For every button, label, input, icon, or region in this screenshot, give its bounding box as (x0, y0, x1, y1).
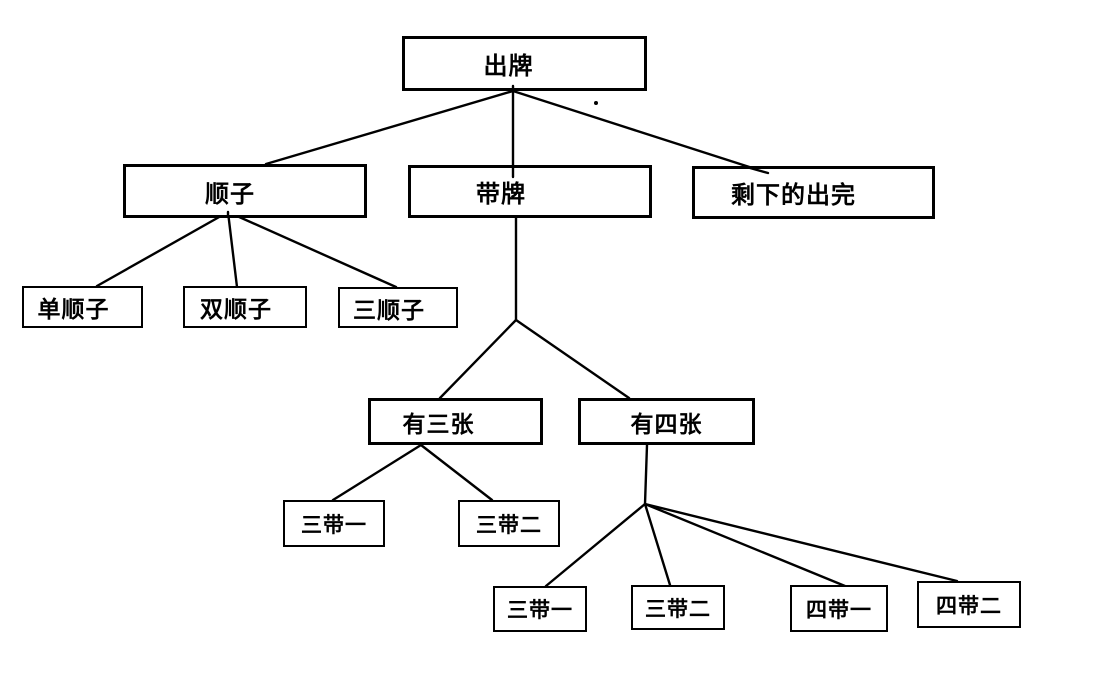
node-root: 出牌 (402, 36, 647, 91)
edge-shunzi-danshunzi (95, 210, 230, 288)
node-sandaiyi-3: 三带一 (283, 500, 385, 547)
node-sanshunzi: 三顺子 (338, 287, 458, 328)
node-sandaiyi-4: 三带一 (493, 586, 587, 632)
node-shunzi-label: 顺子 (205, 179, 255, 208)
node-sidaiyi-label: 四带一 (806, 597, 872, 622)
node-root-label: 出牌 (483, 52, 534, 80)
node-daipai: 带牌 (408, 165, 652, 218)
edge-yousanzhang-sandaier3 (419, 443, 494, 502)
node-danshunzi: 单顺子 (22, 286, 143, 328)
node-sandaier-4-label: 三带二 (645, 596, 711, 621)
node-danshunzi-label: 单顺子 (37, 297, 110, 323)
edge-yousizhang-sidaiyi (643, 502, 847, 588)
node-yousanzhang-label: 有三张 (402, 411, 475, 438)
stray-ink-dot (594, 101, 598, 105)
node-sandaiyi-3-label: 三带一 (301, 512, 367, 537)
edge-daipai-yousanzhang (438, 318, 518, 400)
edge-yousizhang-sidaier (643, 502, 959, 583)
edge-yousizhang-trunk (643, 443, 649, 506)
node-daipai-label: 带牌 (476, 180, 526, 208)
node-shunzi: 顺子 (123, 164, 367, 218)
node-yousizhang-label: 有四张 (630, 411, 703, 438)
node-sanshunzi-label: 三顺子 (353, 297, 425, 324)
node-shuangshunzi: 双顺子 (183, 286, 307, 328)
node-shengxia-label: 剩下的出完 (731, 181, 856, 209)
node-sidaier: 四带二 (917, 581, 1021, 628)
node-sandaier-3-label: 三带二 (476, 512, 542, 537)
edge-daipai-yousizhang (514, 318, 631, 400)
edge-root-shunzi (264, 89, 515, 166)
edge-shunzi-sanshunzi (226, 210, 398, 289)
edge-shunzi-shuangshunzi (226, 210, 239, 289)
node-shengxia: 剩下的出完 (692, 166, 935, 219)
node-shuangshunzi-label: 双顺子 (200, 297, 272, 323)
edge-yousizhang-sandaiyi4 (544, 502, 647, 588)
node-yousizhang: 有四张 (578, 398, 755, 445)
node-sandaier-3: 三带二 (458, 500, 560, 547)
edge-root-shengxia (511, 89, 770, 175)
node-sandaiyi-4-label: 三带一 (507, 598, 573, 622)
edge-yousanzhang-sandaiyi3 (331, 443, 423, 502)
node-yousanzhang: 有三张 (368, 398, 543, 445)
node-sandaier-4: 三带二 (631, 585, 725, 630)
node-sidaier-label: 四带二 (936, 593, 1002, 618)
node-sidaiyi: 四带一 (790, 585, 888, 632)
edge-yousizhang-sandaier4 (643, 502, 672, 587)
